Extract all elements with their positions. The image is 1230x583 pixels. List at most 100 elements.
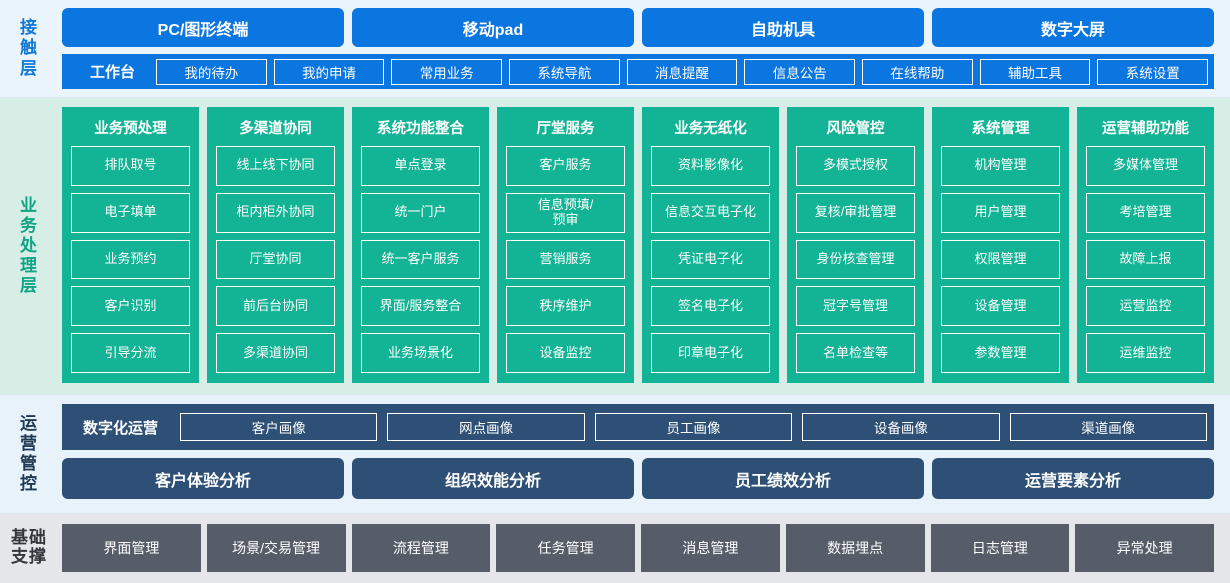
biz-item[interactable]: 客户识别 <box>71 286 190 327</box>
biz-item-list: 线上线下协同 柜内柜外协同 厅堂协同 前后台协同 多渠道协同 <box>216 146 335 373</box>
base-item-data-tracking[interactable]: 数据埋点 <box>785 524 925 572</box>
channel-card-pc[interactable]: PC/图形终端 <box>62 8 344 48</box>
biz-item[interactable]: 秩序维护 <box>506 286 625 327</box>
biz-item-list: 排队取号 电子填单 业务预约 客户识别 引导分流 <box>71 146 190 373</box>
biz-item[interactable]: 权限管理 <box>941 239 1060 280</box>
analysis-customer-experience[interactable]: 客户体验分析 <box>62 458 344 499</box>
nav-item-my-application[interactable]: 我的申请 <box>273 58 385 85</box>
layer-base-support-label-text: 基础支撑 <box>11 528 47 566</box>
biz-item[interactable]: 信息交互电子化 <box>651 192 770 233</box>
biz-item[interactable]: 多渠道协同 <box>216 333 335 373</box>
digital-operations-bar: 数字化运营 客户画像 网点画像 员工画像 设备画像 渠道画像 <box>62 404 1214 450</box>
biz-item[interactable]: 统一客户服务 <box>361 239 480 280</box>
biz-item[interactable]: 多媒体管理 <box>1086 146 1205 186</box>
channel-row: PC/图形终端 移动pad 自助机具 数字大屏 <box>62 8 1214 48</box>
layer-contact: 接触层 PC/图形终端 移动pad 自助机具 数字大屏 工作台 我的待办 我的申… <box>0 0 1230 97</box>
biz-item[interactable]: 用户管理 <box>941 192 1060 233</box>
biz-item[interactable]: 线上线下协同 <box>216 146 335 186</box>
channel-card-self-service[interactable]: 自助机具 <box>642 8 924 48</box>
layer-operations: 运营管控 数字化运营 客户画像 网点画像 员工画像 设备画像 渠道画像 客户体验… <box>0 395 1230 513</box>
ops-chip-employee-profile[interactable]: 员工画像 <box>594 413 793 441</box>
nav-item-online-help[interactable]: 在线帮助 <box>862 58 973 85</box>
biz-item[interactable]: 引导分流 <box>71 333 190 373</box>
nav-item-common-business[interactable]: 常用业务 <box>391 58 503 85</box>
biz-column-multichannel: 多渠道协同 线上线下协同 柜内柜外协同 厅堂协同 前后台协同 多渠道协同 <box>207 107 344 383</box>
base-item-message-management[interactable]: 消息管理 <box>641 524 780 572</box>
workbench-title: 工作台 <box>90 64 136 82</box>
biz-item[interactable]: 印章电子化 <box>651 333 770 373</box>
biz-item[interactable]: 机构管理 <box>941 146 1060 186</box>
biz-column-operation-support: 运营辅助功能 多媒体管理 考培管理 故障上报 运营监控 运维监控 <box>1077 107 1214 383</box>
biz-column-risk-control: 风险管控 多模式授权 复核/审批管理 身份核查管理 冠字号管理 名单检查等 <box>787 107 924 383</box>
analysis-organization-efficiency[interactable]: 组织效能分析 <box>352 458 634 499</box>
workbench-nav-bar: 工作台 我的待办 我的申请 常用业务 系统导航 消息提醒 信息公告 在线帮助 辅… <box>62 54 1214 89</box>
nav-item-system-navigation[interactable]: 系统导航 <box>509 58 620 85</box>
biz-item[interactable]: 考培管理 <box>1086 192 1205 233</box>
layer-contact-label-text: 接触层 <box>20 18 38 78</box>
base-item-log-management[interactable]: 日志管理 <box>930 524 1070 572</box>
biz-item[interactable]: 故障上报 <box>1086 239 1205 280</box>
ops-chip-branch-profile[interactable]: 网点画像 <box>387 413 585 441</box>
biz-column-title: 厅堂服务 <box>536 121 595 137</box>
analysis-row: 客户体验分析 组织效能分析 员工绩效分析 运营要素分析 <box>62 458 1214 499</box>
base-item-process-management[interactable]: 流程管理 <box>351 524 491 572</box>
biz-item-list: 资料影像化 信息交互电子化 凭证电子化 签名电子化 印章电子化 <box>651 146 770 373</box>
analysis-employee-performance[interactable]: 员工绩效分析 <box>642 458 924 499</box>
nav-item-my-todo[interactable]: 我的待办 <box>156 58 267 85</box>
biz-item[interactable]: 客户服务 <box>506 146 625 186</box>
biz-item[interactable]: 资料影像化 <box>651 146 770 186</box>
channel-card-mobile-pad[interactable]: 移动pad <box>352 8 634 48</box>
biz-item[interactable]: 冠字号管理 <box>796 286 915 327</box>
biz-item[interactable]: 业务预约 <box>71 239 190 280</box>
biz-column-title: 风险管控 <box>826 121 885 137</box>
biz-item[interactable]: 柜内柜外协同 <box>216 192 335 233</box>
biz-item[interactable]: 信息预填/ 预审 <box>506 192 625 233</box>
biz-item[interactable]: 统一门户 <box>361 192 480 233</box>
biz-column-preprocessing: 业务预处理 排队取号 电子填单 业务预约 客户识别 引导分流 <box>62 107 199 383</box>
layer-business-body: 业务预处理 排队取号 电子填单 业务预约 客户识别 引导分流 多渠道协同 线上线… <box>58 97 1230 395</box>
biz-column-title: 业务无纸化 <box>674 121 747 137</box>
base-item-ui-management[interactable]: 界面管理 <box>62 524 201 572</box>
nav-item-message-reminder[interactable]: 消息提醒 <box>626 58 738 85</box>
ops-chip-channel-profile[interactable]: 渠道画像 <box>1009 413 1207 441</box>
biz-item[interactable]: 前后台协同 <box>216 286 335 327</box>
biz-item[interactable]: 排队取号 <box>71 146 190 186</box>
base-item-task-management[interactable]: 任务管理 <box>496 524 635 572</box>
biz-item[interactable]: 复核/审批管理 <box>796 192 915 233</box>
biz-item[interactable]: 运维监控 <box>1086 333 1205 373</box>
analysis-operation-factors[interactable]: 运营要素分析 <box>932 458 1214 499</box>
biz-item[interactable]: 电子填单 <box>71 192 190 233</box>
layer-base-support-label: 基础支撑 <box>0 513 58 583</box>
channel-card-digital-screen[interactable]: 数字大屏 <box>932 8 1214 48</box>
biz-item[interactable]: 凭证电子化 <box>651 239 770 280</box>
biz-item[interactable]: 单点登录 <box>361 146 480 186</box>
biz-item[interactable]: 名单检查等 <box>796 333 915 373</box>
biz-item[interactable]: 设备管理 <box>941 286 1060 327</box>
biz-item[interactable]: 多模式授权 <box>796 146 915 186</box>
biz-item[interactable]: 业务场景化 <box>361 333 480 373</box>
biz-column-title: 业务预处理 <box>94 121 167 137</box>
biz-item[interactable]: 签名电子化 <box>651 286 770 327</box>
biz-item[interactable]: 设备监控 <box>506 333 625 373</box>
ops-chip-device-profile[interactable]: 设备画像 <box>802 413 1000 441</box>
biz-item[interactable]: 营销服务 <box>506 239 625 280</box>
layer-contact-label: 接触层 <box>0 0 58 97</box>
biz-item[interactable]: 厅堂协同 <box>216 239 335 280</box>
biz-item[interactable]: 身份核查管理 <box>796 239 915 280</box>
ops-chip-customer-profile[interactable]: 客户画像 <box>180 413 378 441</box>
layer-contact-body: PC/图形终端 移动pad 自助机具 数字大屏 工作台 我的待办 我的申请 常用… <box>58 0 1230 97</box>
nav-item-info-announcement[interactable]: 信息公告 <box>744 58 856 85</box>
base-item-exception-handling[interactable]: 异常处理 <box>1075 524 1214 572</box>
base-item-scenario-transaction-management[interactable]: 场景/交易管理 <box>206 524 346 572</box>
biz-item-list: 客户服务 信息预填/ 预审 营销服务 秩序维护 设备监控 <box>506 146 625 373</box>
biz-item[interactable]: 运营监控 <box>1086 286 1205 327</box>
biz-item[interactable]: 界面/服务整合 <box>361 286 480 327</box>
biz-column-title: 多渠道协同 <box>239 121 312 137</box>
biz-item-list: 多媒体管理 考培管理 故障上报 运营监控 运维监控 <box>1086 146 1205 373</box>
nav-item-system-settings[interactable]: 系统设置 <box>1097 58 1209 85</box>
nav-item-auxiliary-tools[interactable]: 辅助工具 <box>979 58 1091 85</box>
layer-business: 业务处理层 业务预处理 排队取号 电子填单 业务预约 客户识别 引导分流 多渠道… <box>0 97 1230 395</box>
biz-column-title: 运营辅助功能 <box>1102 121 1189 137</box>
biz-item[interactable]: 参数管理 <box>941 333 1060 373</box>
